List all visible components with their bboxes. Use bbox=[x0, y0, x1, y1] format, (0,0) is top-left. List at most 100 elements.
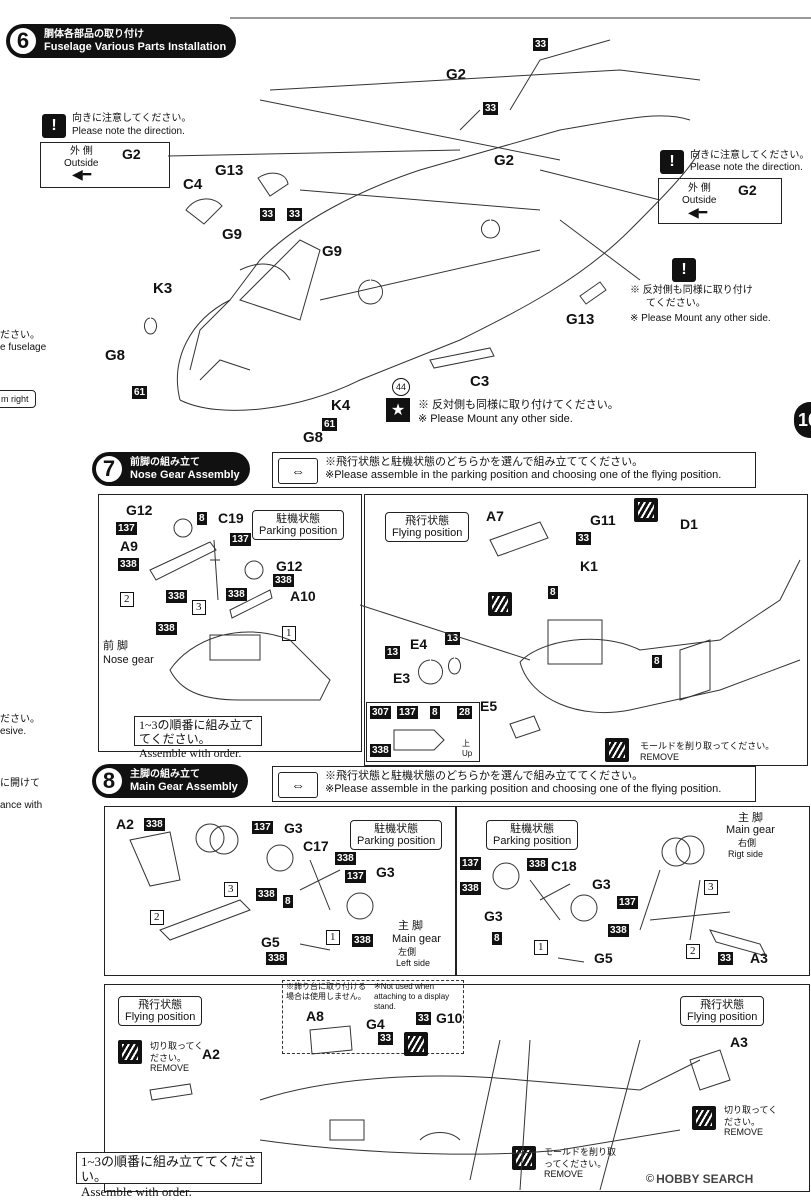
part-number-box: 137 bbox=[397, 706, 418, 719]
direction-box-left bbox=[40, 142, 170, 188]
step8-flying-en-r: Flying position bbox=[687, 1011, 758, 1023]
part-a2: A2 bbox=[202, 1046, 220, 1062]
part-a3: A3 bbox=[750, 950, 768, 966]
part-number-box: 307 bbox=[370, 706, 391, 719]
step8-cut-left-en: REMOVE bbox=[150, 1063, 190, 1073]
part-number-box: 338 bbox=[144, 818, 165, 831]
part-number-box: 137 bbox=[230, 533, 251, 546]
part-g13: G13 bbox=[566, 311, 595, 328]
part-k4: K4 bbox=[331, 397, 351, 414]
warning-icon: ! bbox=[660, 150, 684, 174]
remove-mold-icon bbox=[404, 1032, 428, 1056]
part-g10: G10 bbox=[436, 1010, 463, 1026]
step8-title-en: Main Gear Assembly bbox=[130, 781, 238, 793]
part-g12: G12 bbox=[126, 502, 153, 518]
step7-order-note: 1~3の順番に組み立ててください。 Assemble with order. bbox=[134, 716, 262, 760]
part-e5: E5 bbox=[480, 698, 498, 714]
part-g3: G3 bbox=[484, 908, 503, 924]
step8-parking-jp: 駐機状態 bbox=[374, 823, 419, 835]
star-note-jp: ※ 反対側も同様に取り付けてください。 bbox=[418, 399, 619, 411]
part-g3: G3 bbox=[592, 876, 611, 892]
part-number-box: 137 bbox=[460, 857, 481, 870]
step7-parking-jp: 駐機状態 bbox=[276, 513, 321, 525]
step8-flying-label-right: 飛行状態 Flying position bbox=[680, 996, 765, 1026]
direction-note-left-jp: 向きに注意してください。 bbox=[72, 113, 192, 124]
part-g13: G13 bbox=[215, 162, 244, 179]
copyright-mark: © bbox=[646, 1173, 655, 1185]
part-number-box: 338 bbox=[335, 852, 356, 865]
part-g11: G11 bbox=[590, 512, 616, 528]
part-c3: C3 bbox=[470, 373, 490, 390]
hobby-search-logo: © HOBBY SEARCH bbox=[646, 1172, 753, 1186]
part-k3: K3 bbox=[153, 280, 173, 297]
part-number-box: 61 bbox=[132, 386, 148, 399]
step8-parking-jp-r: 駐機状態 bbox=[510, 823, 555, 835]
part-number-box: 338 bbox=[226, 588, 247, 601]
part-number-box: 137 bbox=[345, 870, 366, 883]
step8-choose-en: ※Please assemble in the parking position… bbox=[325, 783, 722, 795]
part-e4: E4 bbox=[410, 636, 428, 652]
main-gear-right-en: Main gear bbox=[726, 824, 775, 836]
display-stand-en: ※Not used when attaching to a display st… bbox=[374, 982, 450, 1011]
part-number-box: 8 bbox=[197, 512, 207, 525]
part-number-box: 33 bbox=[576, 532, 592, 545]
part-g3: G3 bbox=[376, 864, 395, 880]
arrow-left-icon: ◀━ bbox=[72, 166, 92, 182]
part-number-box: 137 bbox=[116, 522, 137, 535]
part-g4: G4 bbox=[366, 1016, 385, 1032]
step7-flying-label: 飛行状態 Flying position bbox=[385, 512, 470, 542]
remove-mold-icon bbox=[488, 592, 512, 616]
warning-icon: ! bbox=[42, 114, 66, 138]
circle-number: 44 bbox=[392, 378, 410, 396]
part-number-box: 33 bbox=[416, 1012, 432, 1025]
part-number-box: 8 bbox=[283, 895, 293, 908]
side-tab-number: 10 bbox=[794, 402, 811, 438]
remove-mold-icon bbox=[634, 498, 658, 522]
order-number: 2 bbox=[686, 944, 700, 959]
step8-choose-note: ※飛行状態と駐機状態のどちらかを選んで組み立ててください。 ※Please as… bbox=[272, 766, 756, 802]
part-number-box: 33 bbox=[378, 1032, 394, 1045]
part-c4: C4 bbox=[183, 176, 203, 193]
step7-choose-en: ※Please assemble in the parking position… bbox=[325, 469, 722, 481]
step7-parking-en: Parking position bbox=[259, 525, 338, 537]
step8-order-en: Assemble with order. bbox=[81, 1184, 192, 1199]
step8-flying-label-left: 飛行状態 Flying position bbox=[118, 996, 203, 1026]
step7-remove-jp: モールドを削り取ってください。 bbox=[640, 741, 775, 751]
arrow-left-icon: ◀━ bbox=[688, 204, 708, 220]
step8-choose-jp: ※飛行状態と駐機状態のどちらかを選んで組み立ててください。 bbox=[325, 770, 644, 782]
part-number-box: 33 bbox=[718, 952, 734, 965]
step8-parking-en: Parking position bbox=[357, 835, 436, 847]
main-gear-left-side-jp: 左側 bbox=[398, 947, 417, 957]
part-number-box: 338 bbox=[166, 590, 187, 603]
part-number-box: 137 bbox=[617, 896, 638, 909]
step6-title-jp: 胴体各部品の取り付け bbox=[44, 29, 144, 40]
main-gear-right-side-jp: 右側 bbox=[738, 838, 757, 848]
main-gear-right-side-en: Rigt side bbox=[728, 849, 764, 859]
nose-gear-jp: 前 脚 bbox=[103, 640, 129, 652]
step7-order-en: Assemble with order. bbox=[139, 746, 242, 760]
direction-note-left-en: Please note the direction. bbox=[72, 126, 185, 137]
left-fragment-4: esive. bbox=[0, 726, 27, 737]
step8-flying-jp-r: 飛行状態 bbox=[700, 999, 745, 1011]
remove-mold-icon bbox=[512, 1146, 536, 1170]
step7-remove-en: REMOVE bbox=[640, 752, 680, 762]
warning-icon: ! bbox=[672, 258, 696, 282]
step7-choose-note: ※飛行状態と駐機状態のどちらかを選んで組み立ててください。 ※Please as… bbox=[272, 452, 756, 488]
part-g9: G9 bbox=[222, 226, 243, 243]
order-number: 1 bbox=[326, 930, 340, 945]
main-gear-left-jp: 主 脚 bbox=[398, 920, 424, 932]
part-number-box: 137 bbox=[252, 821, 273, 834]
part-d1: D1 bbox=[680, 516, 698, 532]
step6-title: 6 胴体各部品の取り付け Fuselage Various Parts Inst… bbox=[6, 24, 237, 58]
part-number-box: 338 bbox=[266, 952, 287, 965]
up-label-en: Up bbox=[462, 749, 473, 758]
order-number: 3 bbox=[704, 880, 718, 895]
left-fragment-6: ance with bbox=[0, 800, 43, 811]
cut-icon bbox=[692, 1106, 716, 1130]
part-number-box: 13 bbox=[385, 646, 401, 659]
part-number-box: 33 bbox=[533, 38, 549, 51]
part-number-box: 33 bbox=[260, 208, 276, 221]
order-number: 1 bbox=[282, 626, 296, 641]
step8-title-jp: 主脚の組み立て bbox=[130, 769, 200, 780]
step7-title: 7 前脚の組み立て Nose Gear Assembly bbox=[92, 452, 250, 486]
